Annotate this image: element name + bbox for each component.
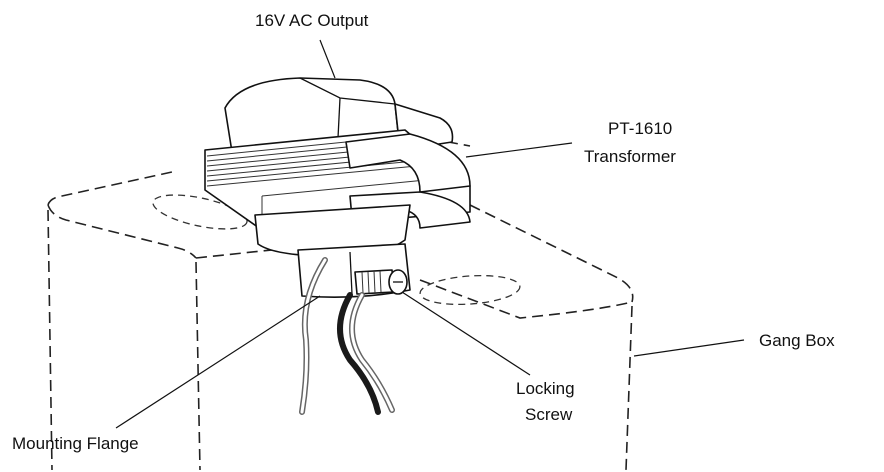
leader-lines — [115, 39, 745, 429]
transformer-body — [204, 77, 471, 298]
transformer-leader — [465, 142, 573, 158]
locking-screw-leader — [401, 291, 531, 376]
mounting-flange-leader — [115, 295, 321, 429]
mounting-flange-label: Mounting Flange — [12, 434, 139, 453]
locking-screw — [354, 269, 408, 295]
locking-screw-label-line2: Screw — [525, 405, 573, 424]
output-leader — [319, 39, 336, 79]
transformer-label-line1: PT-1610 — [608, 119, 672, 138]
wires — [299, 257, 395, 415]
output-label: 16V AC Output — [255, 11, 369, 30]
gang-box-label: Gang Box — [759, 331, 835, 350]
transformer-label-line2: Transformer — [584, 147, 676, 166]
locking-screw-label-line1: Locking — [516, 379, 575, 398]
gang-box-leader — [633, 339, 745, 357]
